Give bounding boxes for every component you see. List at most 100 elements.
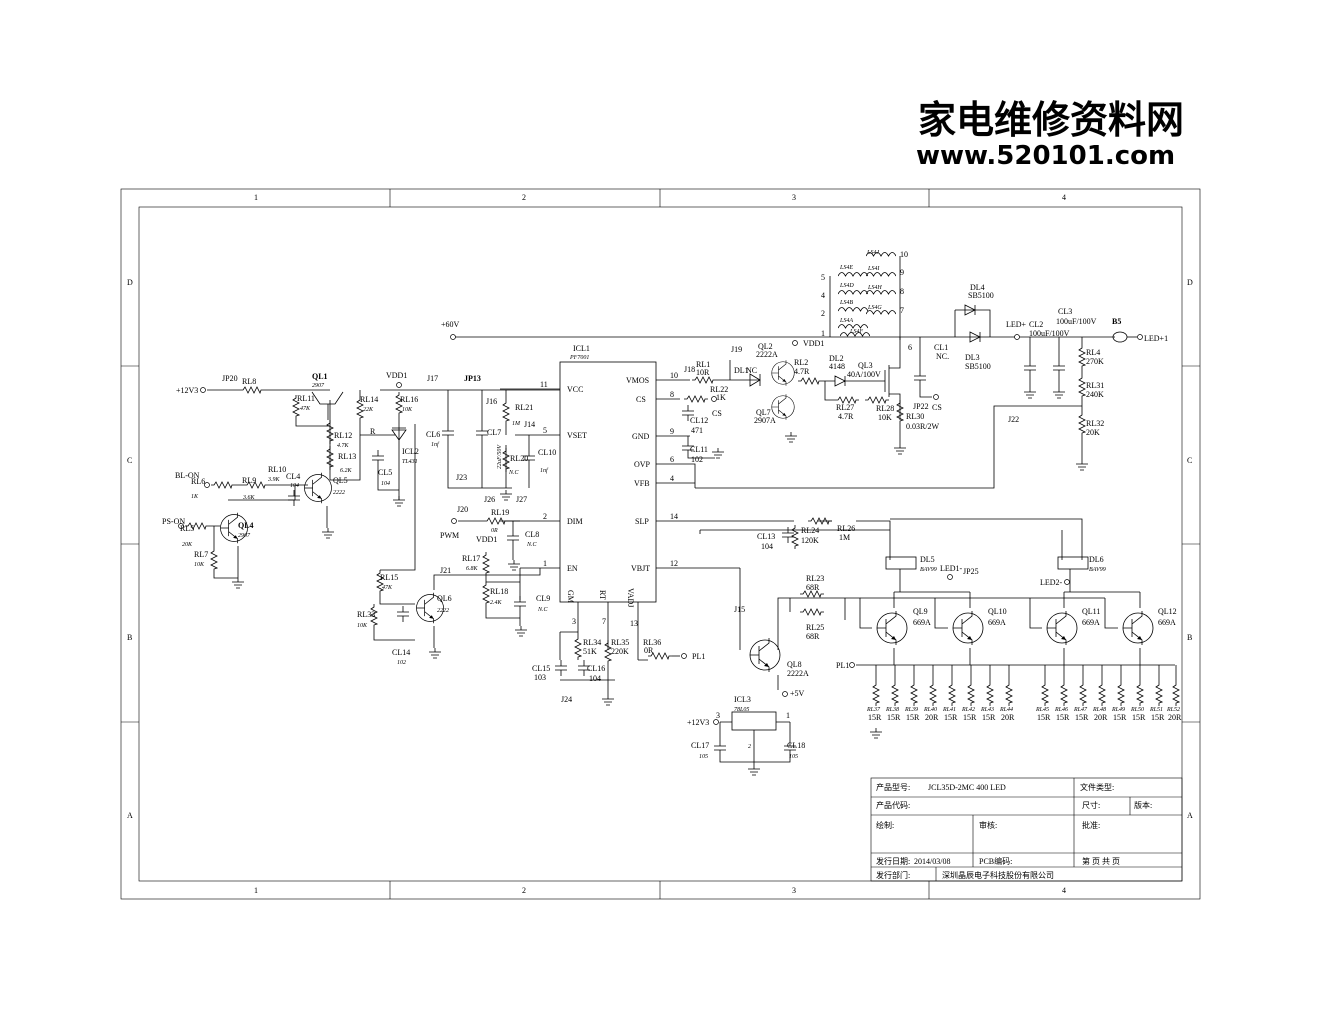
label-rl20v: N.C [508,470,520,476]
label-cl11: CL11 [690,445,708,454]
label-rl13: RL13 [338,452,356,461]
ic-pin-vfb-num: 4 [670,474,674,483]
label-rl17v: 6.8K [466,566,479,572]
label-cl3v: 100uF/100V [1056,317,1097,326]
tb-dept-label: 发行部门: [876,870,910,880]
ic-pin-vfb: VFB [634,479,650,488]
load-resistor-ref: RL40 [923,706,937,713]
label-rl15: RL15 [380,573,398,582]
pin-ls4i: 9 [900,268,904,277]
load-resistor-rl45 [1041,682,1049,706]
load-resistor-ref: RL37 [866,707,881,713]
row-label-d: D [127,278,133,287]
ic-pin-vcc-num: 11 [540,380,548,389]
label-vdd1-a: VDD1 [386,371,407,380]
label-rl2v: 4.7R [794,367,810,376]
label-rl26: RL26 [837,524,855,533]
label-ql2v: 2222A [756,350,778,359]
load-resistor-rl44 [1005,682,1013,706]
load-resistor-value: 20R [925,713,939,722]
label-ls4e: LS4E [839,264,853,271]
net-5v: +5V [790,689,805,698]
label-cl1: CL1 [934,343,948,352]
label-rl35: RL35 [611,638,629,647]
label-rl22: RL22 [710,385,728,394]
col-label-4-bottom: 4 [1062,886,1066,895]
label-dl2v: 4148 [829,362,845,371]
load-resistor-value: 15R [1075,713,1089,722]
label-jp13: JP13 [464,374,481,383]
col-label-3: 3 [792,193,796,202]
row-label-a: A [127,811,133,820]
load-resistor-ref: RL52 [1166,707,1180,713]
net-led-plus: LED+ [1006,320,1027,329]
ic-pin-ovp: OVP [634,460,651,469]
label-ql4v: 2907 [238,533,251,539]
load-resistor-ref: RL49 [1111,706,1125,713]
label-ql11: QL11 [1082,607,1100,616]
col-label-4: 4 [1062,193,1066,202]
load-resistor-ref: RL48 [1092,706,1106,713]
label-dl6v: BAV99 [1089,567,1106,573]
label-rl36v: 0R [644,646,654,655]
label-rl9: RL9 [242,476,256,485]
label-rl23: RL23 [806,574,824,583]
label-cl12: CL12 [690,416,708,425]
label-ql10-value: 669A [988,618,1006,627]
label-cl15: CL15 [532,664,550,673]
label-rl6v: 1K [191,494,199,500]
label-rl1: RL1 [696,360,710,369]
load-resistor-ref: RL51 [1149,707,1163,713]
label-dl5: DL5 [920,555,935,564]
label-ql9: QL9 [913,607,928,616]
label-cl12v: 471 [691,426,703,435]
watermark-url: www.520101.com [916,141,1175,171]
col-label-2: 2 [522,193,526,202]
led-driver-section: CL13 104 RL24 120K RL26 1M DL5 BAV99 DL6… [699,517,1177,698]
label-cl10: CL10 [538,448,556,457]
label-rl14v: 22K [363,407,374,413]
label-dl1: DL1 [734,366,749,375]
load-resistor-value: 15R [963,713,977,722]
label-rl25v: 68R [806,632,820,641]
load-resistor-value: 15R [868,713,882,722]
label-rl2: RL2 [794,358,808,367]
label-rl24: RL24 [801,526,819,535]
label-cl8v: N.C [526,542,538,548]
label-cl13v: 104 [761,542,773,551]
load-resistor-value: 20R [1001,713,1015,722]
load-resistor-ref: RL42 [961,706,975,713]
label-ql7: QL7 [756,408,771,417]
load-resistor-rl38 [891,682,899,706]
ic-pin-cs: CS [636,395,646,404]
net-cs-b: CS [932,403,942,412]
label-cl2: CL2 [1029,320,1043,329]
tb-date-label: 发行日期: [876,856,910,866]
label-rl4: RL4 [1086,348,1100,357]
load-resistor-rl39 [910,682,918,706]
row-label-d-right: D [1187,278,1193,287]
label-ql3v: 40A/100V [847,370,881,379]
label-j21: J21 [440,566,451,575]
label-rl21v: 1M [512,421,521,427]
load-resistor-rl40 [929,682,937,706]
ic-pin-en: EN [567,564,578,573]
pin-ls4a: 1 [821,329,825,338]
label-ql9-value: 669A [913,618,931,627]
net-bl-on: BL-ON [175,471,200,480]
load-resistor-rl49 [1117,682,1125,706]
label-rl13v: 6.2K [340,468,353,474]
net-12v: +12V3 [176,386,198,395]
label-ql6: QL6 [437,594,452,603]
label-rl18v: 2.4K [490,599,503,606]
ic-pin-gnd-num: 9 [670,427,674,436]
label-ql2: QL2 [758,342,773,351]
label-rl27: RL27 [836,403,854,412]
load-resistor-ref: RL44 [999,706,1013,713]
load-resistor-ref: RL38 [885,707,899,713]
col-label-3-bottom: 3 [792,886,796,895]
load-resistor-value: 15R [1056,713,1070,722]
load-resistor-bank: RL3715RRL3815RRL3915RRL4020RRL4115RRL421… [866,665,1182,739]
label-rl18: RL18 [490,587,508,596]
label-jp22: JP22 [913,402,929,411]
